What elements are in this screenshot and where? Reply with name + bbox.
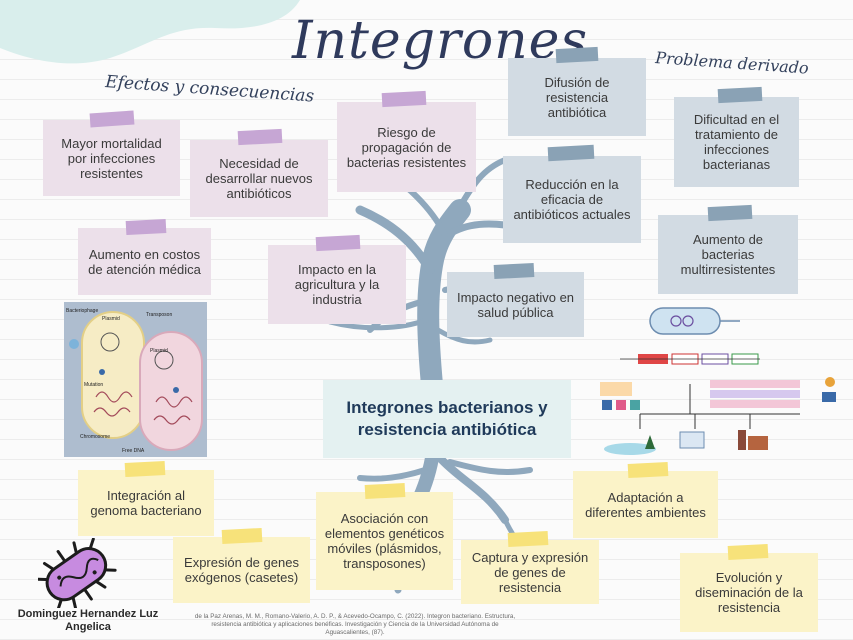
tape — [493, 262, 535, 280]
label-chromosome: Chromosome — [80, 434, 111, 440]
reference-citation: de la Paz Arenas, M. M., Romano-Valerio,… — [194, 613, 516, 636]
label-plasmid: Plasmid — [102, 316, 120, 322]
tape — [364, 482, 406, 500]
card-evolucion: Evolución y diseminación de la resistenc… — [680, 553, 818, 632]
card-aumento-bacterias: Aumento de bacterias multirresistentes — [658, 215, 798, 294]
tape — [125, 218, 167, 236]
label-mutation: Mutation — [84, 382, 104, 388]
card-integracion: Integración al genoma bacteriano — [78, 470, 214, 536]
card-salud: Impacto negativo en salud pública — [447, 272, 584, 337]
card-agricultura: Impacto en la agricultura y la industria — [268, 245, 406, 324]
center-title: Integrones bacterianos y resistencia ant… — [323, 380, 571, 458]
bacterium-icon — [38, 538, 117, 608]
tape — [707, 204, 753, 222]
card-necesidad: Necesidad de desarrollar nuevos antibiót… — [190, 140, 328, 217]
card-mortalidad: Mayor mortalidad por infecciones resiste… — [43, 120, 180, 196]
tape — [237, 128, 283, 146]
card-adaptacion: Adaptación a diferentes ambientes — [573, 471, 718, 538]
card-expresion: Expresión de genes exógenos (casetes) — [173, 537, 310, 603]
tape — [727, 543, 769, 561]
card-captura: Captura y expresión de genes de resisten… — [461, 540, 599, 604]
tape — [124, 460, 166, 478]
integron-diagram — [600, 304, 850, 462]
label-transposon: Transposon — [146, 312, 173, 318]
tape — [717, 86, 763, 104]
tape — [555, 46, 599, 64]
tape — [507, 530, 549, 548]
tape — [315, 234, 361, 252]
label-plasmid-2: Plasmid — [150, 348, 168, 354]
tape — [547, 144, 595, 162]
tape — [627, 461, 669, 479]
card-asociacion: Asociación con elementos genéticos móvil… — [316, 492, 453, 590]
tape — [221, 527, 263, 545]
card-reduccion: Reducción en la eficacia de antibióticos… — [503, 156, 641, 243]
card-difusion: Difusión de resistencia antibiótica — [508, 58, 646, 136]
label-bacteriophage: Bacteriophage — [66, 308, 99, 314]
bacteria-figure: Bacteriophage Plasmid Transposon Plasmid… — [64, 302, 207, 457]
author-name: Dominguez Hernandez Luz Angelica — [17, 608, 159, 633]
card-dificultad: Dificultad en el tratamiento de infeccio… — [674, 97, 799, 187]
tape — [381, 90, 427, 108]
mint-corner-blob — [0, 0, 300, 64]
label-free-dna: Free DNA — [122, 448, 145, 454]
card-costos: Aumento en costos de atención médica — [78, 228, 211, 295]
card-riesgo: Riesgo de propagación de bacterias resis… — [337, 102, 476, 192]
